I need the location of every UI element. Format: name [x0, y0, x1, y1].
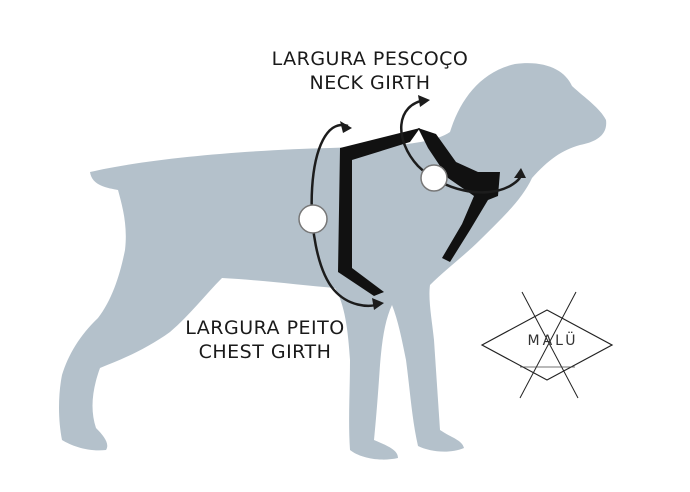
chest-arrowhead-top — [340, 121, 352, 133]
chest-arrowhead-bottom — [372, 298, 384, 310]
chest-girth-label-pt: LARGURA PEITO — [185, 317, 345, 339]
chest-girth-label: LARGURA PEITO CHEST GIRTH — [160, 316, 370, 364]
neck-girth-label: LARGURA PESCOÇO NECK GIRTH — [250, 47, 490, 95]
chest-girth-arrow — [310, 123, 381, 307]
neck-ring — [420, 164, 448, 192]
logo-text: MALÜ — [527, 333, 579, 349]
neck-arrowhead-bottom — [514, 168, 526, 178]
chest-ring — [298, 204, 328, 234]
neck-girth-arrow — [399, 98, 522, 194]
neck-arrowhead-top — [418, 95, 430, 107]
malu-logo — [480, 291, 614, 399]
harness-neck-strap — [418, 128, 500, 262]
neck-girth-label-pt: LARGURA PESCOÇO — [271, 48, 469, 70]
neck-girth-label-en: NECK GIRTH — [309, 72, 431, 94]
chest-girth-label-en: CHEST GIRTH — [198, 341, 332, 363]
dog-silhouette — [59, 63, 607, 460]
